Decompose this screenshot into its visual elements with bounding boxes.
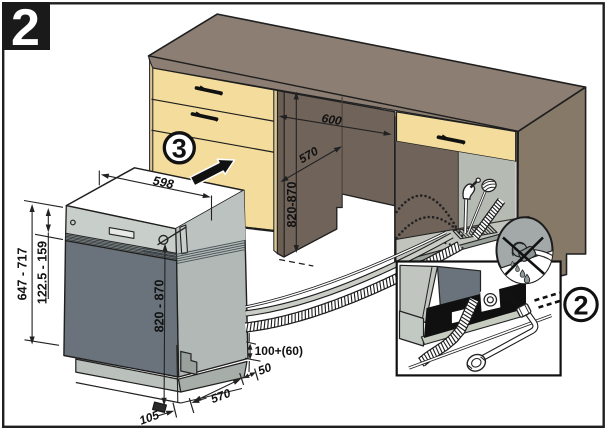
svg-text:820 - 870: 820 - 870 xyxy=(152,280,166,333)
svg-text:820-870: 820-870 xyxy=(285,182,299,228)
svg-text:647 - 717: 647 - 717 xyxy=(15,248,29,301)
svg-text:2: 2 xyxy=(11,0,40,57)
svg-text:2: 2 xyxy=(573,291,588,321)
svg-text:122.5 - 159: 122.5 - 159 xyxy=(35,241,49,304)
svg-text:3: 3 xyxy=(172,134,187,164)
svg-text:100+(60): 100+(60) xyxy=(255,344,303,358)
